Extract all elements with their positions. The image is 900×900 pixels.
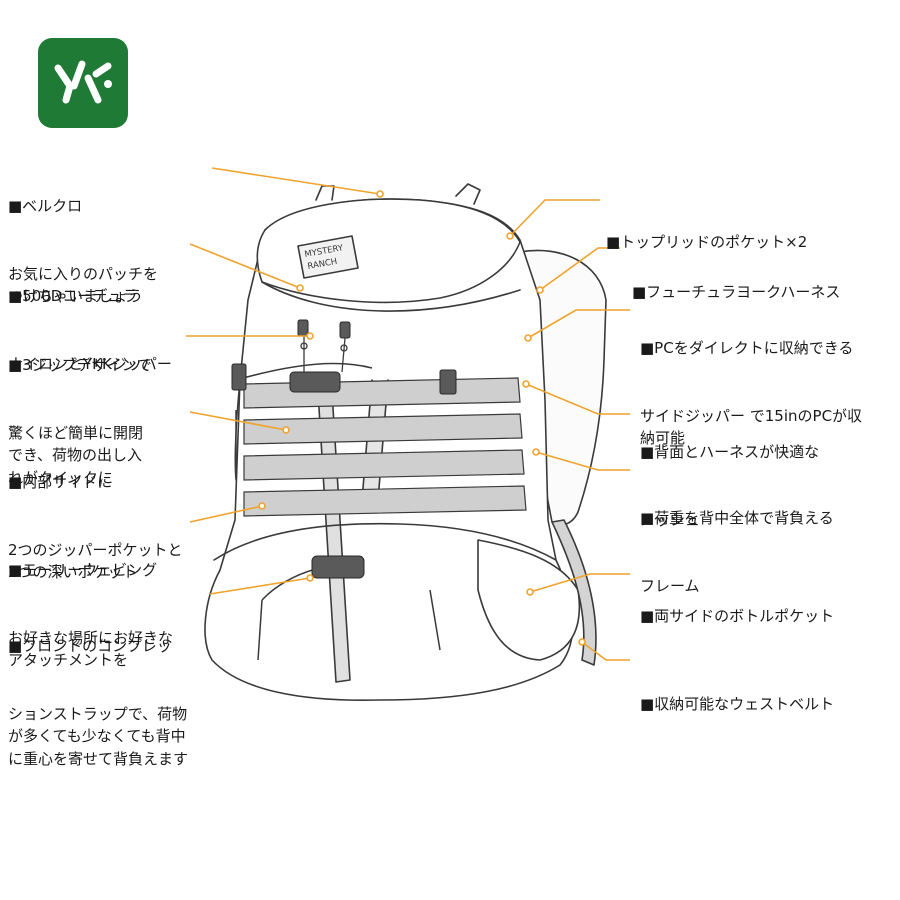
callout-body: フレーム xyxy=(640,576,700,595)
bottle-pocket xyxy=(477,539,581,661)
callout-title: ■モーリーウェビング xyxy=(8,561,158,579)
callout-title: ■3ジップデザインで xyxy=(8,356,152,374)
waist-belt xyxy=(551,519,597,666)
brand-patch xyxy=(297,235,359,279)
callout-title: ■収納可能なウェストベルト xyxy=(640,695,835,713)
callout-cordura: ■500Dコーデュラ ナイロンとYKKジッパー xyxy=(8,240,172,420)
callout-title: ■内部サイドに xyxy=(8,473,113,491)
callout-title: ■フューチュラヨークハーネス xyxy=(632,283,841,301)
callout-body: メッシュ xyxy=(640,510,701,529)
callout-lid-pockets: ■トップリッドのポケット×2 xyxy=(606,186,807,299)
callout-mesh: ■背面とハーネスが快適な メッシュ xyxy=(640,396,819,576)
callout-title: ■500Dコーデュラ xyxy=(8,287,138,305)
callout-title: ■フロントのコンプレッ xyxy=(8,637,172,655)
leader-lines xyxy=(186,167,630,661)
callout-body: ションストラップで、荷物 が多くても少なくても背中 に重心を寄せて背負えます xyxy=(8,704,189,768)
callout-frame: ■荷重を背中全体で背負える フレーム xyxy=(640,462,834,642)
callout-title: ■トップリッドのポケット×2 xyxy=(606,233,808,251)
callout-body: お気に入りのパッチを つけちゃいましょう xyxy=(8,264,159,306)
callout-title: ■背面とハーネスが快適な xyxy=(640,443,820,461)
callout-body: サイドジッパー で15inのPCが収 納可能 xyxy=(640,406,863,448)
callout-waist-belt: ■収納可能なウェストベルト xyxy=(640,648,834,761)
callout-molle: ■モーリーウェビング お好きな場所にお好きな アタッチメントを xyxy=(8,514,173,717)
buckles xyxy=(231,319,457,579)
callout-compression: ■フロントのコンプレッ ションストラップで、荷物 が多くても少なくても背中 に重… xyxy=(8,590,188,815)
callout-harness: ■フューチュラヨークハーネス xyxy=(632,236,840,349)
callout-inner-pockets: ■内部サイドに 2つのジッパーポケットと 2つの深いポケット xyxy=(8,426,183,629)
callout-body: ナイロンとYKKジッパー xyxy=(8,354,172,373)
callout-bottle-pockets: ■両サイドのボトルポケット xyxy=(640,560,834,673)
callout-title: ■ベルクロ xyxy=(8,197,83,215)
callout-body: 2つのジッパーポケットと 2つの深いポケット xyxy=(8,540,183,582)
brand-logo xyxy=(38,38,128,128)
callout-title: ■両サイドのボトルポケット xyxy=(640,607,835,625)
callout-body: 驚くほど簡単に開閉 でき、荷物の出し入 れがクイックに xyxy=(8,423,144,487)
callout-title: ■PCをダイレクトに収納できる xyxy=(640,339,854,357)
callout-body: お好きな場所にお好きな アタッチメントを xyxy=(8,628,174,670)
callout-pc-zipper: ■PCをダイレクトに収納できる サイドジッパー で15inのPCが収 納可能 xyxy=(640,292,862,495)
callout-3zip: ■3ジップデザインで 驚くほど簡単に開閉 でき、荷物の出し入 れがクイックに xyxy=(8,309,152,534)
logo-mark-icon xyxy=(54,60,112,104)
callout-title: ■荷重を背中全体で背負える xyxy=(640,509,834,527)
callout-velcro: ■ベルクロ お気に入りのパッチを つけちゃいましょう xyxy=(8,150,158,353)
